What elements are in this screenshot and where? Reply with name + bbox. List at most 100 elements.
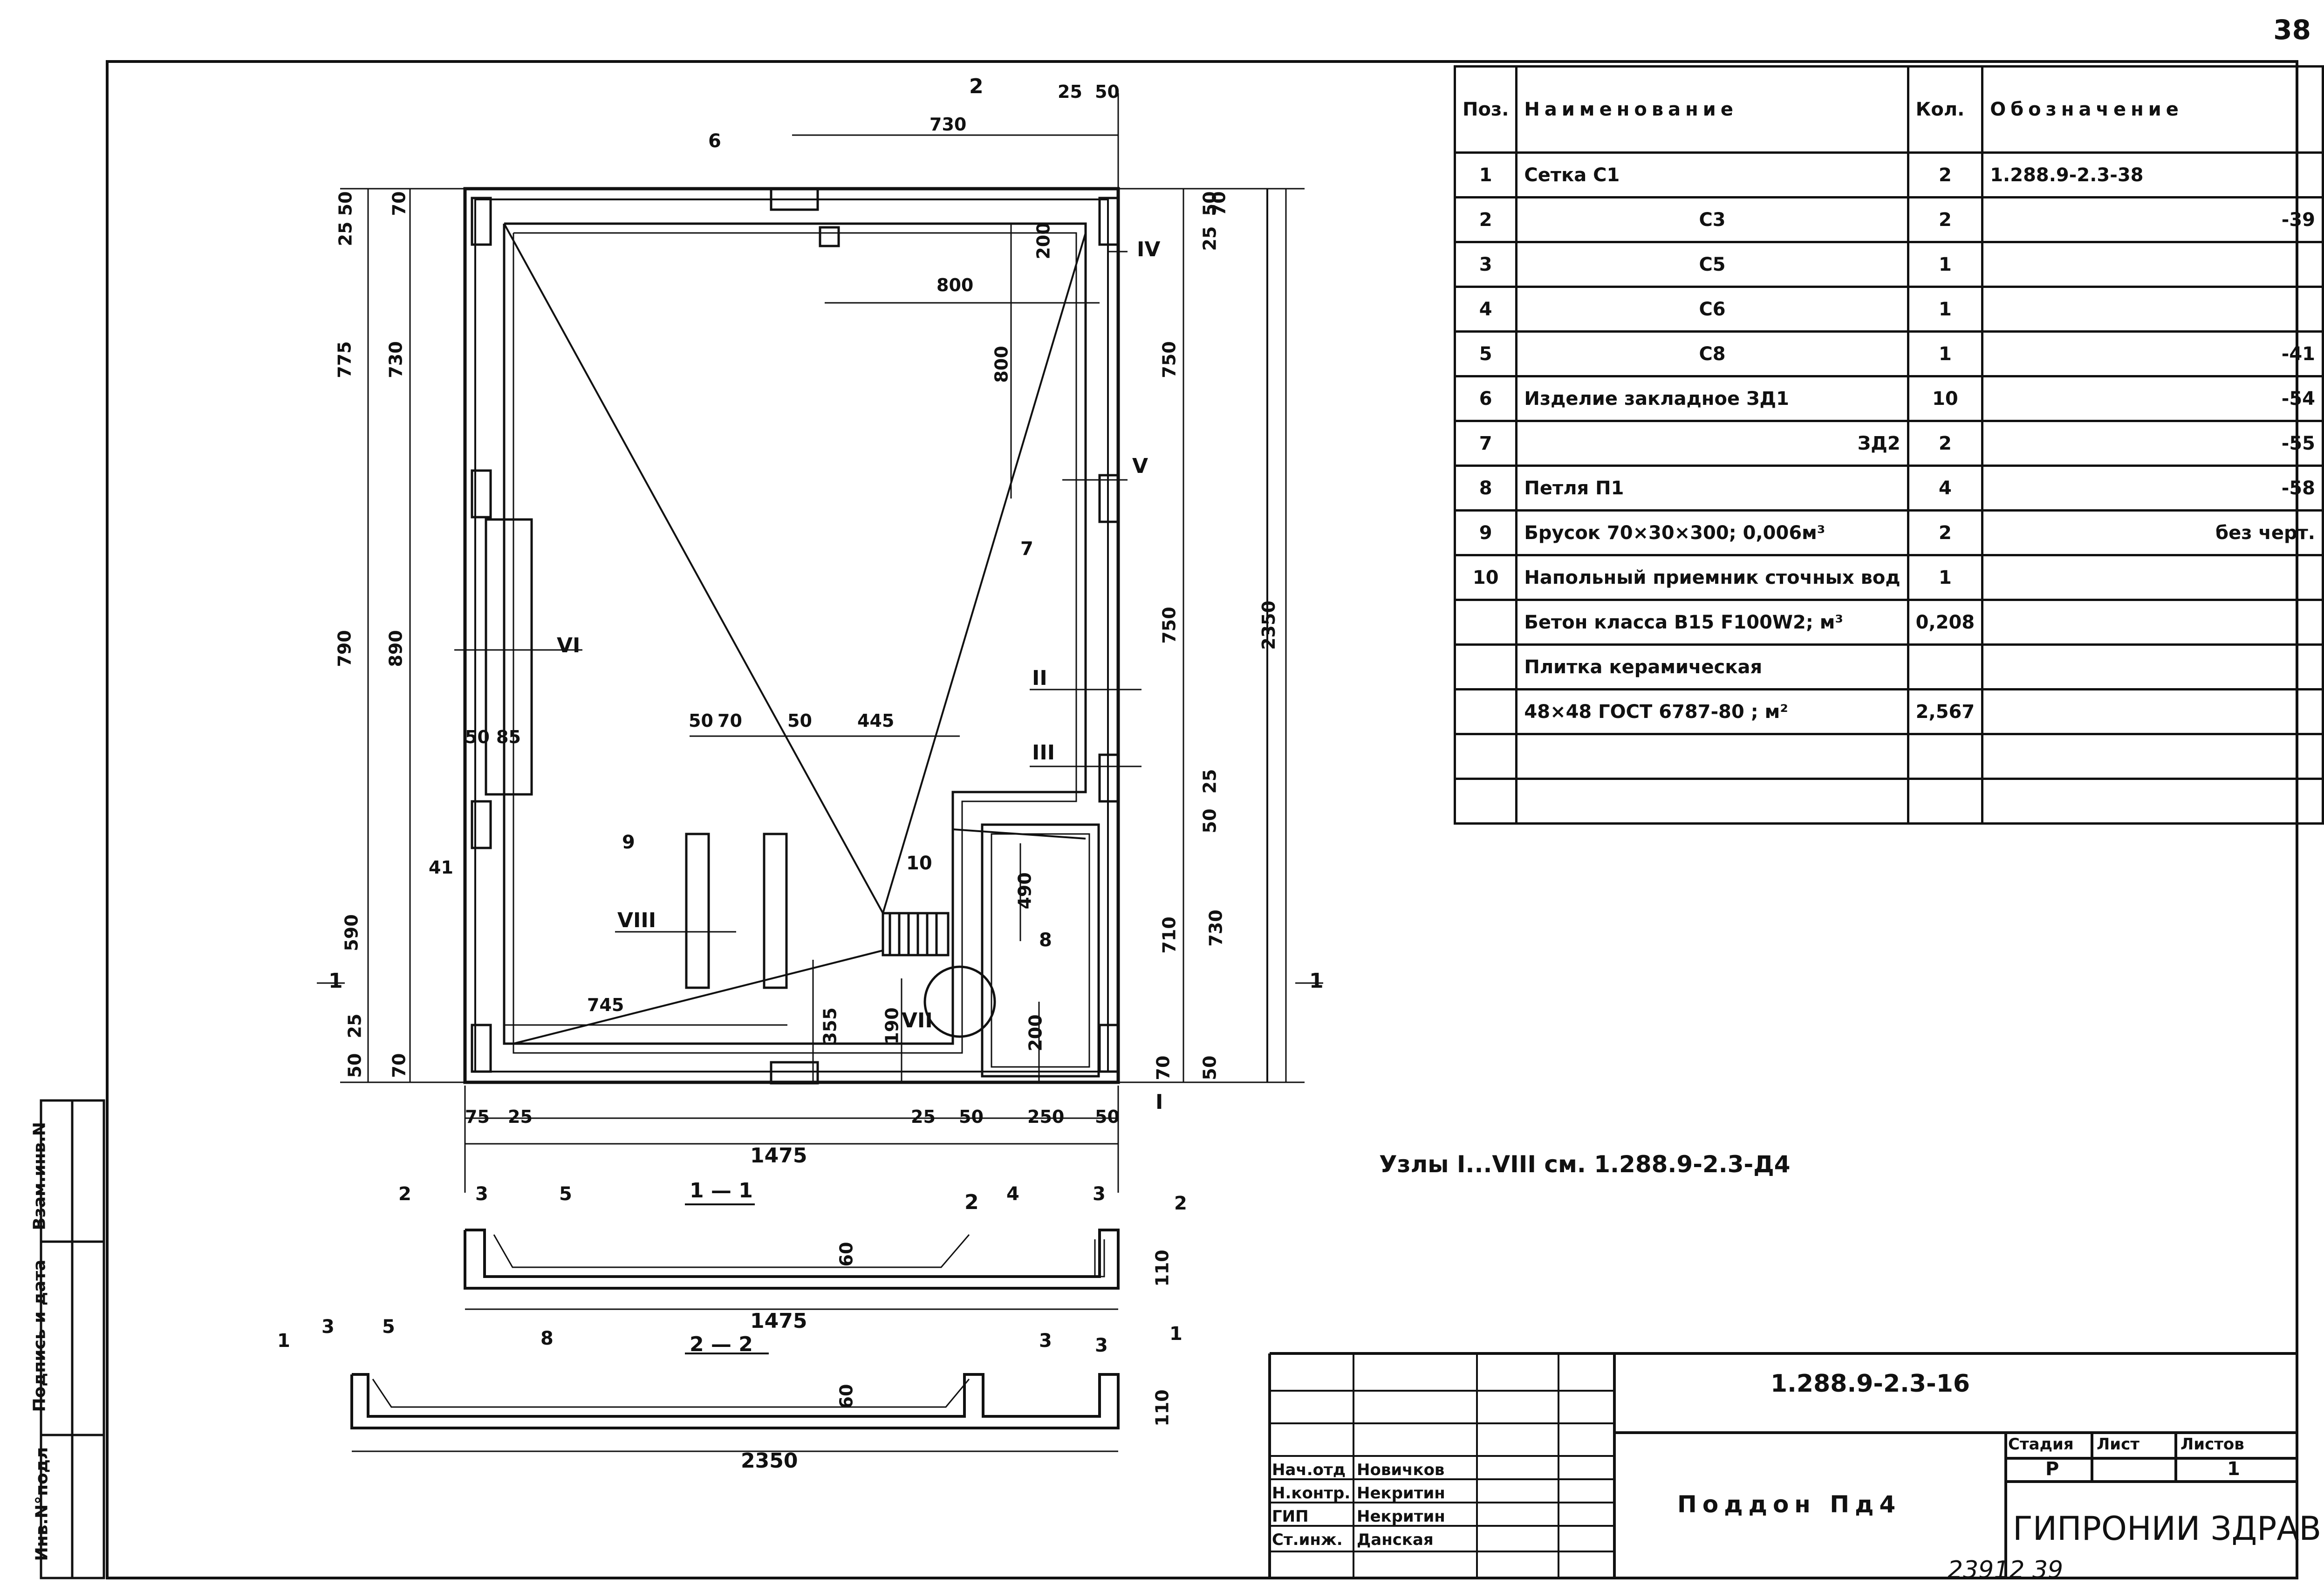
drain-pocket [981, 823, 1100, 1078]
position-7: 7 [1020, 538, 1033, 560]
s1-pos-8: 8 [540, 1328, 554, 1349]
spec-cell-pos [1453, 778, 1518, 825]
spec-cell-qty: 1 [1907, 330, 1984, 377]
spec-cell-designation: -55 [1981, 420, 2324, 467]
spec-cell-name: Бетон класса В15 F100W2; м³ [1515, 599, 1909, 646]
position-6: 6 [708, 130, 721, 152]
spec-row: Плитка керамическая [1453, 643, 2324, 690]
section-mark-1-right: 1 [1309, 969, 1324, 993]
tray-inner-contour [503, 222, 1087, 1045]
stage-label: Стадия [2008, 1435, 2074, 1454]
sheets-label: Листов [2180, 1435, 2244, 1454]
spec-cell-designation [1981, 733, 2324, 780]
node-VII: VII [902, 1009, 933, 1032]
spec-cell-name [1515, 733, 1909, 780]
dim-right-25: 25 [1199, 226, 1220, 251]
s2-pos-1-right: 1 [1169, 1323, 1183, 1345]
plan-view [317, 93, 1323, 1193]
s1-pos-5: 5 [559, 1183, 572, 1205]
spec-cell-name: С3 [1515, 196, 1909, 243]
embed-top-small [819, 226, 840, 247]
dim-right-25b: 25 [1199, 769, 1220, 794]
person-name: Данская [1357, 1531, 1434, 1549]
spec-cell-qty [1907, 733, 1984, 780]
spec-cell-pos [1453, 688, 1518, 735]
dim-left-790: 790 [334, 630, 355, 667]
spec-cell-name [1515, 778, 1909, 825]
dim-left-730: 730 [385, 341, 406, 378]
embed-8 [1098, 1024, 1120, 1073]
dim-right-710: 710 [1159, 916, 1180, 954]
spec-cell-designation [1981, 778, 2324, 825]
s2-pos-1-left: 1 [277, 1330, 290, 1352]
node-I: I [1155, 1090, 1163, 1114]
dim-right-750b: 750 [1159, 607, 1180, 644]
s1-pos-3-left: 3 [475, 1183, 488, 1205]
dim-left-25: 25 [335, 221, 356, 246]
dim-inner-70: 70 [718, 711, 742, 731]
spec-cell-designation: -39 [1981, 196, 2324, 243]
dim-overall-2350: 2350 [1258, 601, 1279, 650]
spec-cell-qty: 0,208 [1907, 599, 1984, 646]
header-designation: Обозначение [1981, 65, 2324, 154]
section-2-2-dim-60: 60 [836, 1384, 857, 1409]
spec-cell-designation: -58 [1981, 465, 2324, 512]
section-mark-1-left: 1 [328, 969, 343, 993]
section-mark-2-s1: 2 [964, 1190, 979, 1214]
spec-cell-name: Брусок 70×30×300; 0,006м³ [1515, 509, 1909, 556]
sheets-value: 1 [2227, 1458, 2240, 1480]
side-stamp-replacement: Взам.инв.N [30, 1122, 49, 1230]
dim-bottom-50b: 50 [1095, 1107, 1120, 1127]
embed-bottom [770, 1061, 819, 1085]
dim-inner-800: 800 [936, 275, 974, 295]
spec-cell-qty: 1 [1907, 241, 1984, 288]
embed-7 [1098, 753, 1120, 803]
s1-pos-2-right: 2 [1174, 1193, 1187, 1214]
section-2-2-dim-2350: 2350 [741, 1449, 798, 1473]
spec-cell-qty: 2 [1907, 509, 1984, 556]
node-circle [923, 965, 996, 1038]
section-1-1-dim-60: 60 [836, 1242, 857, 1267]
organization: ГИПРОНИИ ЗДРАВ [2013, 1510, 2322, 1548]
dim-right-50c: 50 [1199, 1055, 1220, 1080]
side-stamp-signature-date: Подпись и дата [30, 1259, 49, 1412]
spec-cell-qty: 2 [1907, 196, 1984, 243]
spec-cell-designation [1981, 599, 2324, 646]
header-name: Наименование [1515, 65, 1909, 154]
spec-cell-qty: 2 [1907, 151, 1984, 198]
dim-bottom-250: 250 [1027, 1107, 1065, 1127]
spec-cell-designation [1981, 688, 2324, 735]
person-role: Нач.отд [1272, 1461, 1346, 1479]
spec-cell-name: Изделие закладное ЗД1 [1515, 375, 1909, 422]
dim-inner-355: 355 [820, 1007, 841, 1045]
spec-cell-pos: 4 [1453, 286, 1518, 333]
node-VIII: VIII [617, 909, 656, 932]
spec-cell-pos: 7 [1453, 420, 1518, 467]
spec-cell-pos: 1 [1453, 151, 1518, 198]
dim-inner-200: 200 [1033, 222, 1054, 260]
node-V: V [1132, 454, 1148, 478]
drain-receiver [882, 912, 950, 957]
embed-1 [471, 197, 492, 246]
spec-cell-pos: 5 [1453, 330, 1518, 377]
spec-cell-pos: 8 [1453, 465, 1518, 512]
dim-inner-800-v: 800 [991, 346, 1012, 383]
s2-pos-5: 5 [382, 1316, 395, 1338]
section-1-1-title: 1 — 1 [690, 1179, 753, 1203]
dim-inner-50b: 50 [787, 711, 812, 731]
spec-cell-name: С5 [1515, 241, 1909, 288]
dim-left-25b: 25 [344, 1013, 365, 1039]
spec-cell-qty [1907, 643, 1984, 690]
spec-cell-pos: 2 [1453, 196, 1518, 243]
header-pos: Поз. [1453, 65, 1518, 154]
spec-row [1453, 733, 2324, 780]
spec-cell-name: Петля П1 [1515, 465, 1909, 512]
spec-cell-name: Плитка керамическая [1515, 643, 1909, 690]
